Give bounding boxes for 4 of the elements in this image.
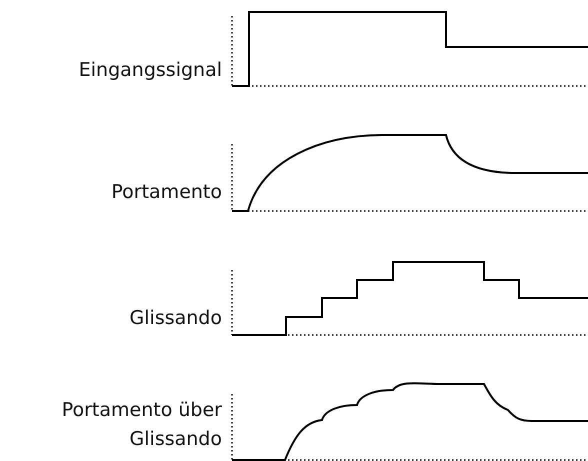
- signal-label: Glissando: [128, 306, 222, 331]
- signal-label: Portamento über Glissando: [60, 398, 222, 452]
- signal-label: Eingangssignal: [78, 58, 222, 83]
- signal-label: Portamento: [110, 180, 222, 205]
